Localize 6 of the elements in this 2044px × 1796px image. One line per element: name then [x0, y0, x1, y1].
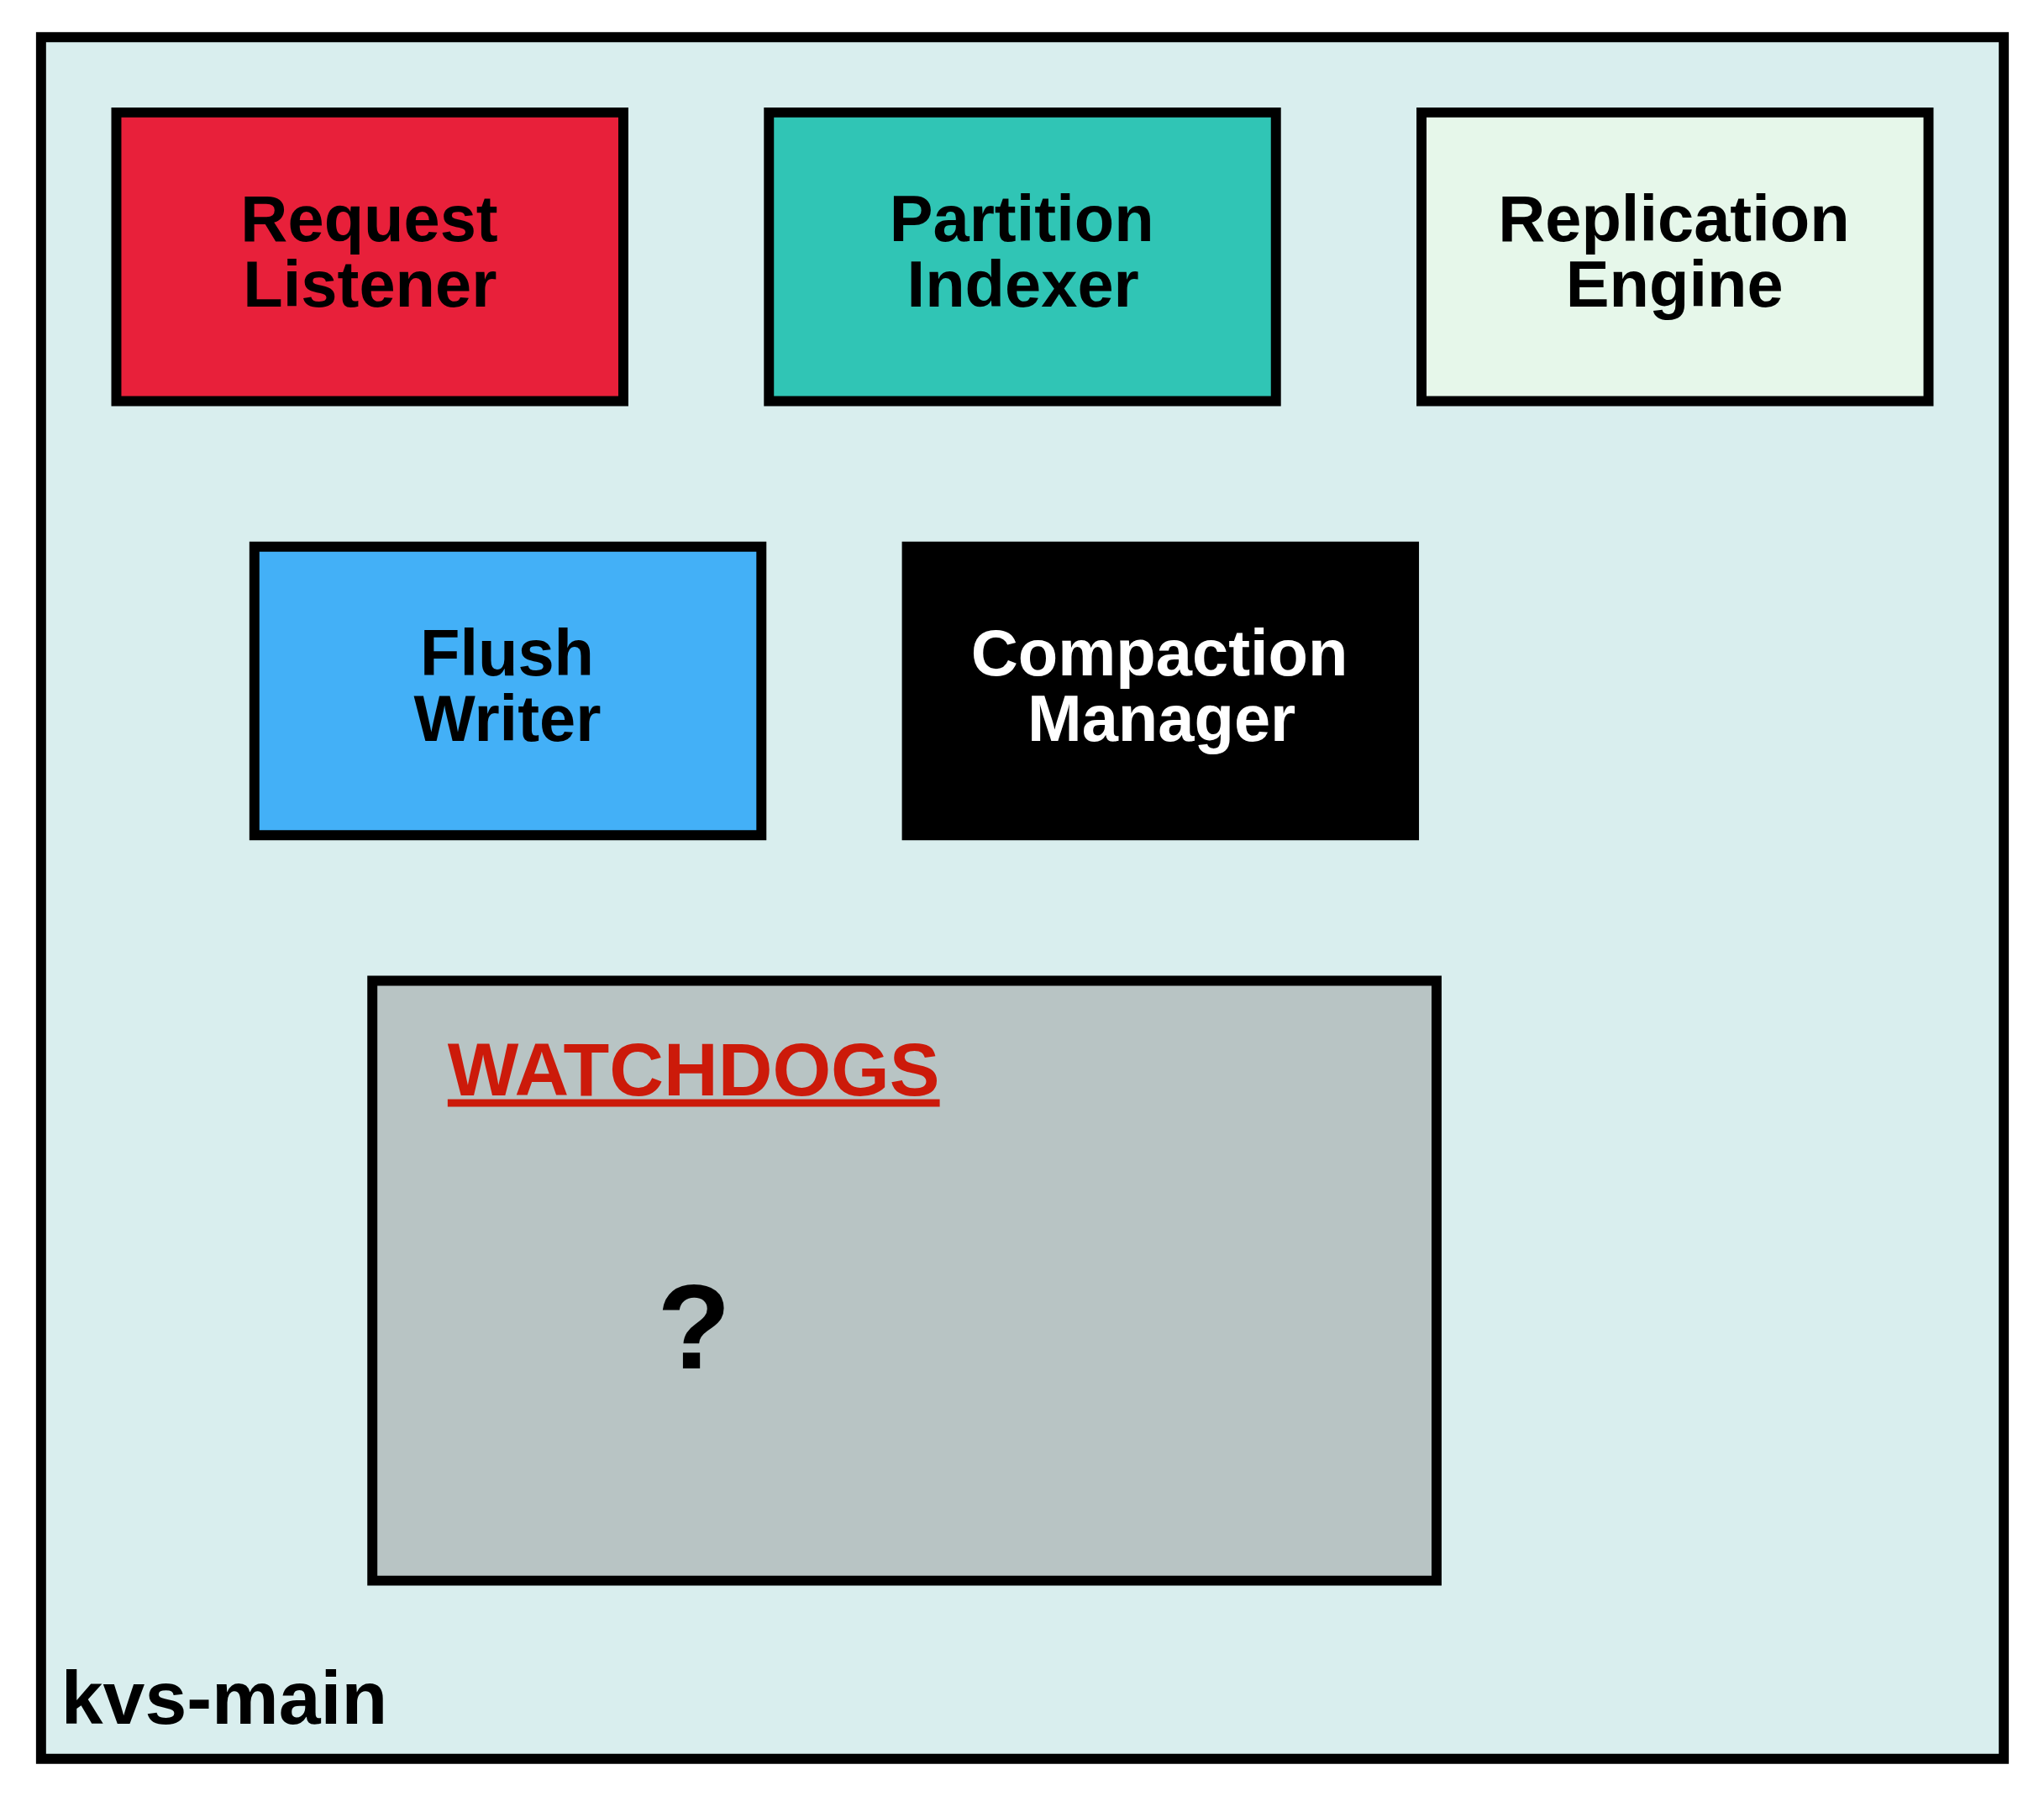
- node-box: Compaction Manager: [901, 541, 1419, 841]
- node-box: Partition Indexer: [763, 107, 1281, 407]
- node-box: Replication Engine: [1416, 107, 1933, 407]
- node-box: Request Listener: [111, 107, 628, 407]
- node-box: WATCHDOGS ?: [366, 975, 1442, 1586]
- node-box: Flush Writer: [249, 541, 766, 841]
